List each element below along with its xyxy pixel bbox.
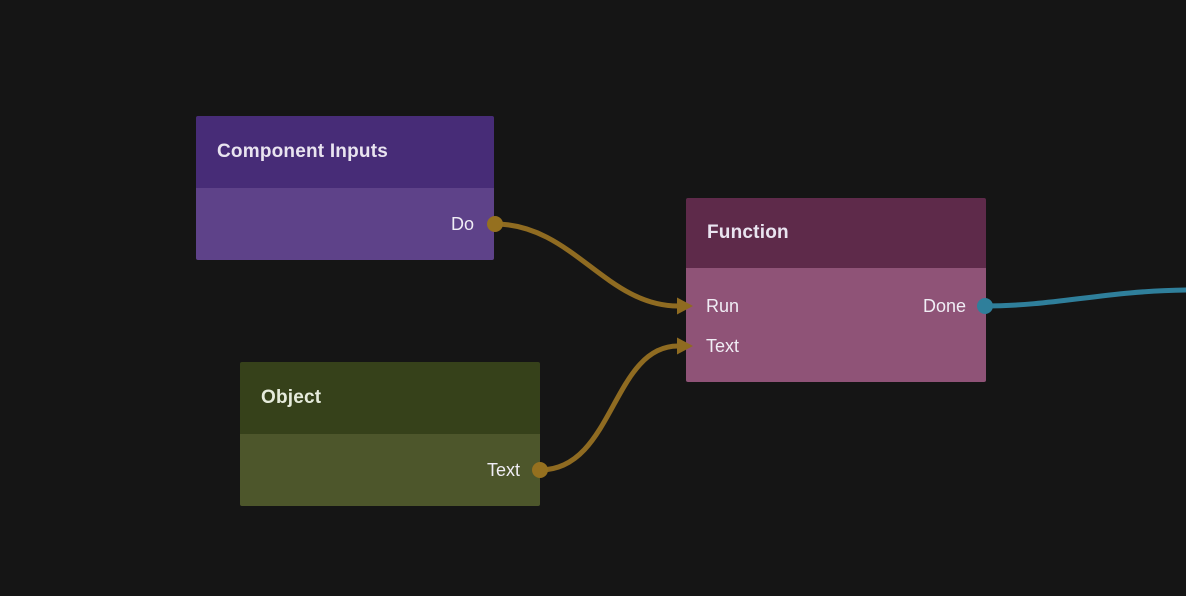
node-function-body: Run Done Text — [686, 268, 986, 382]
node-function[interactable]: Function Run Done Text — [686, 198, 986, 382]
node-object-body: Text — [240, 434, 540, 506]
port-row: Run Done — [686, 286, 986, 326]
output-port-label-text: Text — [486, 460, 520, 480]
node-title: Object — [261, 387, 322, 408]
input-port-label-run: Run — [706, 296, 740, 316]
port-row: Text — [686, 326, 986, 366]
node-object-header[interactable]: Object — [240, 362, 540, 434]
output-port-label-done: Done — [922, 296, 966, 316]
node-function-header[interactable]: Function — [686, 198, 986, 268]
output-port-label-do: Do — [450, 214, 474, 234]
node-component-inputs[interactable]: Component Inputs Do — [196, 116, 494, 260]
node-title: Component Inputs — [217, 141, 389, 162]
wire-do-to-run[interactable] — [492, 221, 681, 309]
node-title: Function — [707, 222, 789, 243]
port-row: Text — [240, 450, 540, 490]
wire-text-to-text[interactable] — [537, 343, 681, 473]
wire-done-outgoing[interactable] — [982, 287, 1186, 309]
node-component-inputs-header[interactable]: Component Inputs — [196, 116, 494, 188]
port-row: Do — [196, 204, 494, 244]
input-port-label-text: Text — [706, 336, 740, 356]
node-component-inputs-body: Do — [196, 188, 494, 260]
node-object[interactable]: Object Text — [240, 362, 540, 506]
